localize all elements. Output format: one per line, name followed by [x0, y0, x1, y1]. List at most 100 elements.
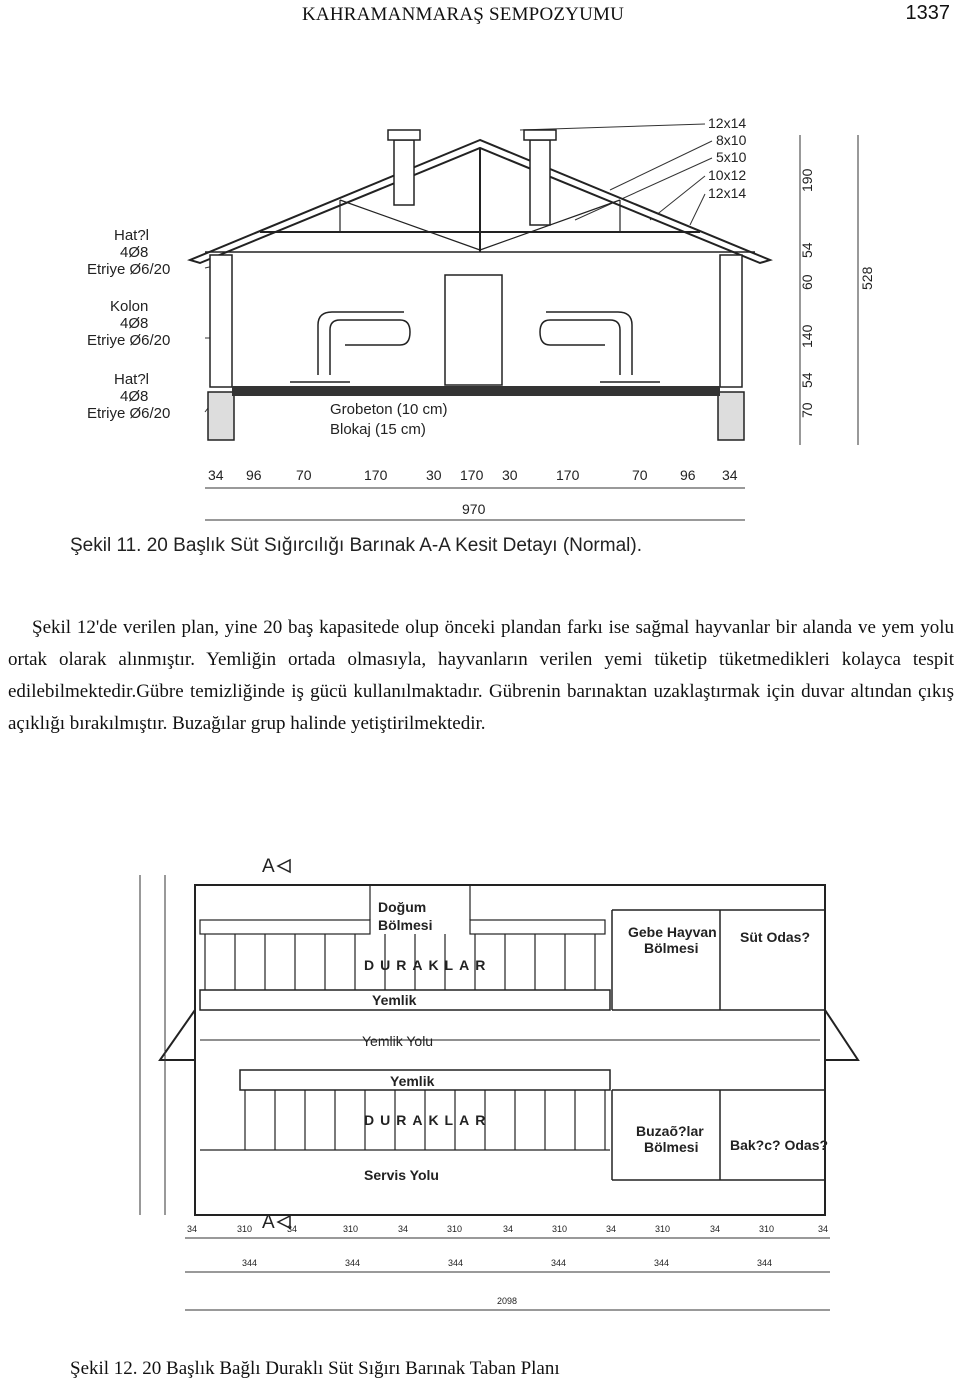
rdim-54: 54: [799, 242, 815, 258]
yemlik-top-label: Yemlik: [372, 992, 417, 1008]
pdim-10: 310: [655, 1224, 670, 1234]
figure1-caption: Şekil 11. 20 Başlık Süt Sığırcılığı Barı…: [70, 535, 642, 556]
dim-9: 70: [632, 467, 648, 483]
dim-8: 170: [556, 467, 580, 483]
page-number: 1337: [905, 2, 951, 24]
label-etriye-1: Etriye Ø6/20: [87, 261, 170, 278]
pdim2-5: 344: [654, 1258, 669, 1268]
right-dimensions: 190 54 60 140 54 70 528: [799, 168, 875, 418]
pdim2-3: 344: [448, 1258, 463, 1268]
label-hatil-2: Hat?l: [114, 371, 149, 388]
rdim-60: 60: [799, 274, 815, 290]
dimension-lines: [205, 487, 745, 521]
floor-labels: Grobeton (10 cm) Blokaj (15 cm): [330, 401, 448, 438]
right-dim-lines: [799, 135, 859, 445]
pdim-3: 34: [287, 1224, 297, 1234]
roof: [187, 138, 773, 265]
servis-yolu-label: Servis Yolu: [364, 1167, 439, 1183]
section-drawing: Hat?l 4Ø8 Etriye Ø6/20 Kolon 4Ø8 Etriye …: [87, 115, 875, 521]
door: [444, 274, 503, 386]
pdim-2: 310: [237, 1224, 252, 1234]
label-kolon: Kolon: [110, 298, 148, 315]
dogum-label-2: Bölmesi: [378, 917, 432, 933]
stall-rails-left: [290, 311, 411, 383]
label-hatil-1: Hat?l: [114, 227, 149, 244]
dim-6: 170: [460, 467, 484, 483]
rdim-70: 70: [799, 402, 815, 418]
pdim2-6: 344: [757, 1258, 772, 1268]
pdim-5: 34: [398, 1224, 408, 1234]
page-header: KAHRAMANMARAŞ SEMPOZYUMU 1337: [0, 2, 960, 28]
duraklar-top-label: DURAKLAR: [364, 957, 491, 973]
pdim-6: 310: [447, 1224, 462, 1234]
pdim-7: 34: [503, 1224, 513, 1234]
gebe-label-1: Gebe Hayvan: [628, 924, 717, 940]
size-5: 12x14: [708, 185, 746, 201]
paragraph-text: Şekil 12'de verilen plan, yine 20 baş ka…: [8, 617, 954, 734]
bottom-dimensions: 34 96 70 170 30 170 30 170 70 96 34 970: [208, 467, 738, 517]
sut-odasi-label: Süt Odas?: [740, 929, 810, 945]
floor-plan: A A: [139, 856, 860, 1311]
label-etriye-2: Etriye Ø6/20: [87, 332, 170, 349]
dim-11: 34: [722, 467, 738, 483]
dim-5: 30: [426, 467, 442, 483]
dim-total: 970: [462, 501, 486, 517]
timber-size-labels: 12x14 8x10 5x10 10x12 12x14: [708, 115, 747, 201]
grobeton-label: Grobeton (10 cm): [330, 401, 448, 418]
plan-bottom-dims-row1: 34 310 34 310 34 310 34 310 34 310 34 31…: [187, 1224, 828, 1234]
dogum-label-1: Doğum: [378, 899, 426, 915]
side-walls: [207, 254, 745, 441]
dim-1: 34: [208, 467, 224, 483]
dim-4: 170: [364, 467, 388, 483]
label-etriye-3: Etriye Ø6/20: [87, 405, 170, 422]
plan-dim-total: 2098: [497, 1296, 517, 1306]
pdim2-4: 344: [551, 1258, 566, 1268]
figure2-caption: Şekil 12. 20 Başlık Bağlı Duraklı Süt Sı…: [70, 1358, 560, 1379]
top-stall-partitions: [199, 885, 606, 990]
size-4: 10x12: [708, 167, 746, 183]
building-outline: [158, 884, 860, 1216]
running-title: KAHRAMANMARAŞ SEMPOZYUMU: [302, 4, 625, 25]
pdim-9: 34: [606, 1224, 616, 1234]
pdim-11: 34: [710, 1224, 720, 1234]
yemlik-bottom-label: Yemlik: [390, 1073, 435, 1089]
bottom-stall-partitions: [200, 1090, 610, 1151]
rdim-54b: 54: [799, 372, 815, 388]
pdim-13: 34: [818, 1224, 828, 1234]
rdim-190: 190: [799, 168, 815, 192]
yemlik-yolu-label: Yemlik Yolu: [362, 1033, 433, 1049]
section-markers: A A: [262, 856, 275, 1233]
duraklar-bottom-label: DURAKLAR: [364, 1112, 491, 1128]
body-paragraph: Şekil 12'de verilen plan, yine 20 baş ka…: [8, 612, 954, 740]
left-label-group: Hat?l 4Ø8 Etriye Ø6/20 Kolon 4Ø8 Etriye …: [87, 227, 170, 422]
dim-2: 96: [246, 467, 262, 483]
pdim-8: 310: [552, 1224, 567, 1234]
right-rooms-top: [611, 909, 825, 1011]
right-rooms-bottom: [611, 1089, 825, 1181]
stall-rails-right: [539, 311, 660, 383]
room-labels: Doğum Bölmesi Gebe Hayvan Bölmesi Süt Od…: [362, 899, 828, 1183]
plan-bottom-dims-row2: 344 344 344 344 344 344: [242, 1258, 772, 1268]
pdim2-1: 344: [242, 1258, 257, 1268]
left-dim-lines: [139, 875, 166, 1215]
rdim-140: 140: [799, 324, 815, 348]
vent-chimneys: [387, 129, 557, 226]
size-2: 8x10: [716, 132, 747, 148]
pdim2-2: 344: [345, 1258, 360, 1268]
size-3: 5x10: [716, 149, 747, 165]
label-4o8-2: 4Ø8: [120, 315, 148, 332]
timber-leaders: [519, 123, 713, 226]
pdim-12: 310: [759, 1224, 774, 1234]
buzagi-label-1: Buzaõ?lar: [636, 1123, 704, 1139]
rdim-528: 528: [859, 266, 875, 290]
blokaj-label: Blokaj (15 cm): [330, 421, 426, 438]
label-4o8-1: 4Ø8: [120, 244, 148, 261]
section-marker-top: A: [262, 856, 275, 877]
pdim-4: 310: [343, 1224, 358, 1234]
dim-3: 70: [296, 467, 312, 483]
size-1: 12x14: [708, 115, 746, 131]
dim-7: 30: [502, 467, 518, 483]
bakici-label: Bak?c? Odas?: [730, 1137, 828, 1153]
pdim-1: 34: [187, 1224, 197, 1234]
section-marker-bottom: A: [262, 1212, 275, 1233]
